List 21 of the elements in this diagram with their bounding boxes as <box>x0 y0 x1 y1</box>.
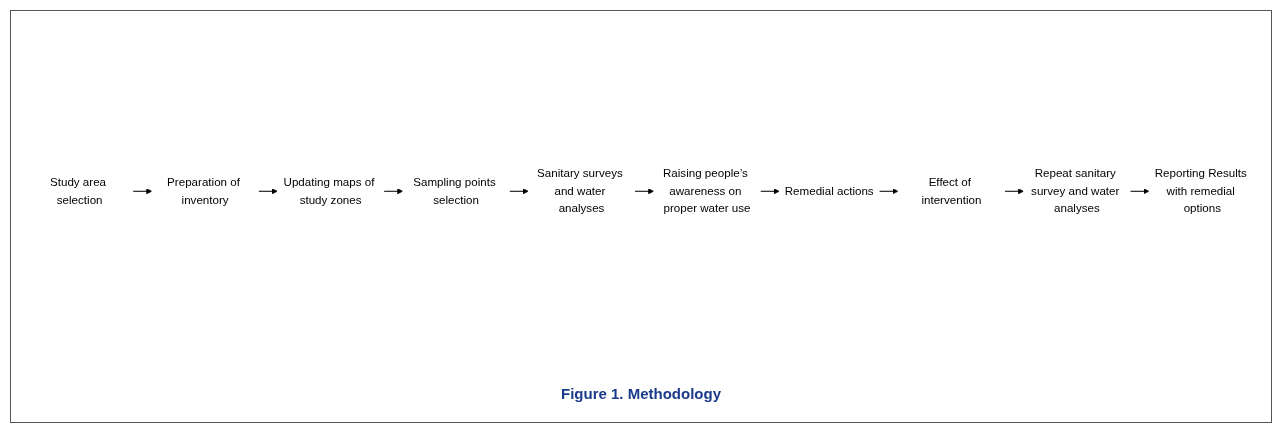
arrow <box>1004 188 1024 194</box>
node-text: Preparation of inventory <box>167 175 240 206</box>
node-text: Reporting Results with remedial options <box>1154 166 1247 215</box>
arrow <box>257 188 278 194</box>
node-text: Effect of intervention <box>921 175 982 206</box>
arrow <box>132 188 153 194</box>
arrow <box>759 188 780 194</box>
arrow <box>1129 188 1150 194</box>
node-text: Sampling points selection <box>413 175 496 206</box>
arrow <box>508 188 529 194</box>
arrow <box>383 188 404 194</box>
node-text: Raising people’s awareness on proper water use <box>662 166 751 215</box>
arrow <box>878 188 899 194</box>
node-text: Repeat sanitary survey and water analyses <box>1031 166 1120 215</box>
figure-caption: Figure 1. Methodology <box>561 385 721 402</box>
node-text: Remedial actions <box>784 184 874 198</box>
node-text: Study area selection <box>50 175 107 206</box>
node-text: Sanitary surveys and water analyses <box>537 166 623 215</box>
figure-frame: Study area selection Preparation of inventory Updating maps of study zones Sampling points selection Sanitary surveys and water analyses Raising people’s awareness on proper water use Remedial actions Effect of intervention Repeat sanitary survey and water analyses Reporting Results with remedial options Figure 1. Methodology <box>10 10 1272 423</box>
node-text: Updating maps of study zones <box>283 175 375 206</box>
arrow <box>634 188 655 194</box>
